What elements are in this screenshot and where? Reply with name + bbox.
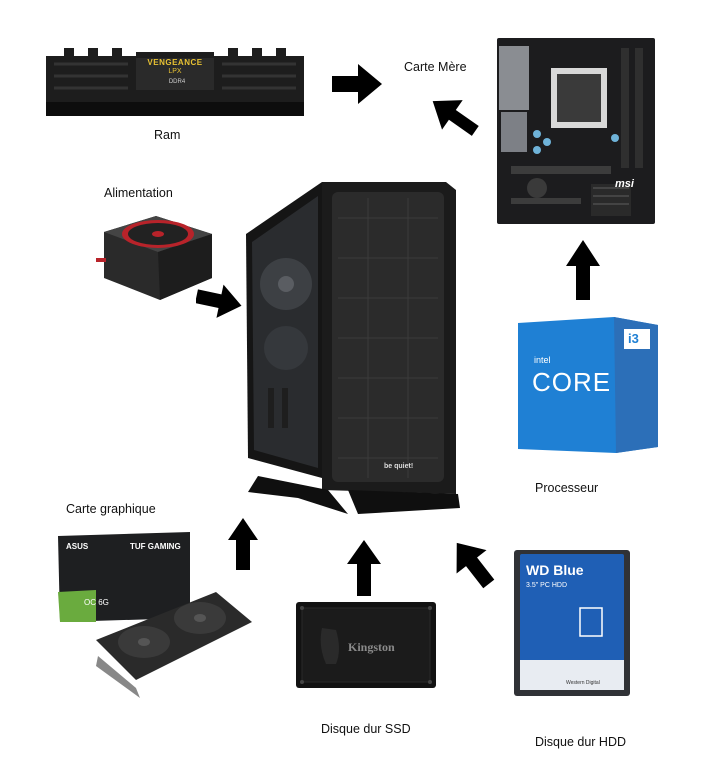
motherboard-label: Carte Mère xyxy=(404,60,467,74)
hdd-maker-text: Western Digital xyxy=(566,680,600,686)
arrow-right-icon xyxy=(196,284,242,318)
arrow-up-left-icon xyxy=(446,534,502,596)
psu-label: Alimentation xyxy=(104,186,173,200)
gpu-brand-text: ASUS xyxy=(66,542,89,551)
ssd-image: Kingston xyxy=(296,602,436,688)
psu-image xyxy=(96,212,214,302)
gpu-image: ASUS TUF GAMING OC 6G xyxy=(56,530,254,700)
cpu-label: Processeur xyxy=(535,481,599,495)
arrow-up-icon xyxy=(566,240,600,300)
hdd-sub-text: 3.5" PC HDD xyxy=(526,582,567,589)
pc-case-image: be quiet! xyxy=(238,178,470,526)
arrow-down-left-icon xyxy=(426,94,482,138)
ram-brand-text: VENGEANCE xyxy=(147,58,203,67)
motherboard-image: msi xyxy=(497,38,655,224)
ram-sub-text: LPX xyxy=(168,68,182,75)
hdd-image: WD Blue 3.5" PC HDD Western Digital xyxy=(514,550,630,696)
cpu-tier-text: i3 xyxy=(628,331,639,346)
cpu-line-text: CORE xyxy=(532,367,612,397)
ssd-brand-text: Kingston xyxy=(348,640,395,654)
arrow-up-icon xyxy=(228,518,258,570)
hdd-label: Disque dur HDD xyxy=(535,735,627,749)
cpu-brand-text: intel xyxy=(534,355,551,365)
ssd-label: Disque dur SSD xyxy=(321,722,411,736)
gpu-mem-text: OC 6G xyxy=(84,598,109,607)
case-brand-text: be quiet! xyxy=(384,463,414,470)
motherboard-brand-text: msi xyxy=(615,178,634,190)
gpu-series-text: TUF GAMING xyxy=(130,542,181,551)
arrow-up-icon xyxy=(347,540,381,596)
hdd-brand-text: WD Blue xyxy=(526,562,584,578)
cpu-image: i3 intel CORE xyxy=(514,313,662,455)
ram-type-text: DDR4 xyxy=(168,79,186,85)
ram-image: VENGEANCE LPX DDR4 xyxy=(44,42,306,120)
arrow-right-icon xyxy=(332,64,382,104)
ram-label: Ram xyxy=(154,128,181,142)
gpu-label: Carte graphique xyxy=(66,502,156,516)
